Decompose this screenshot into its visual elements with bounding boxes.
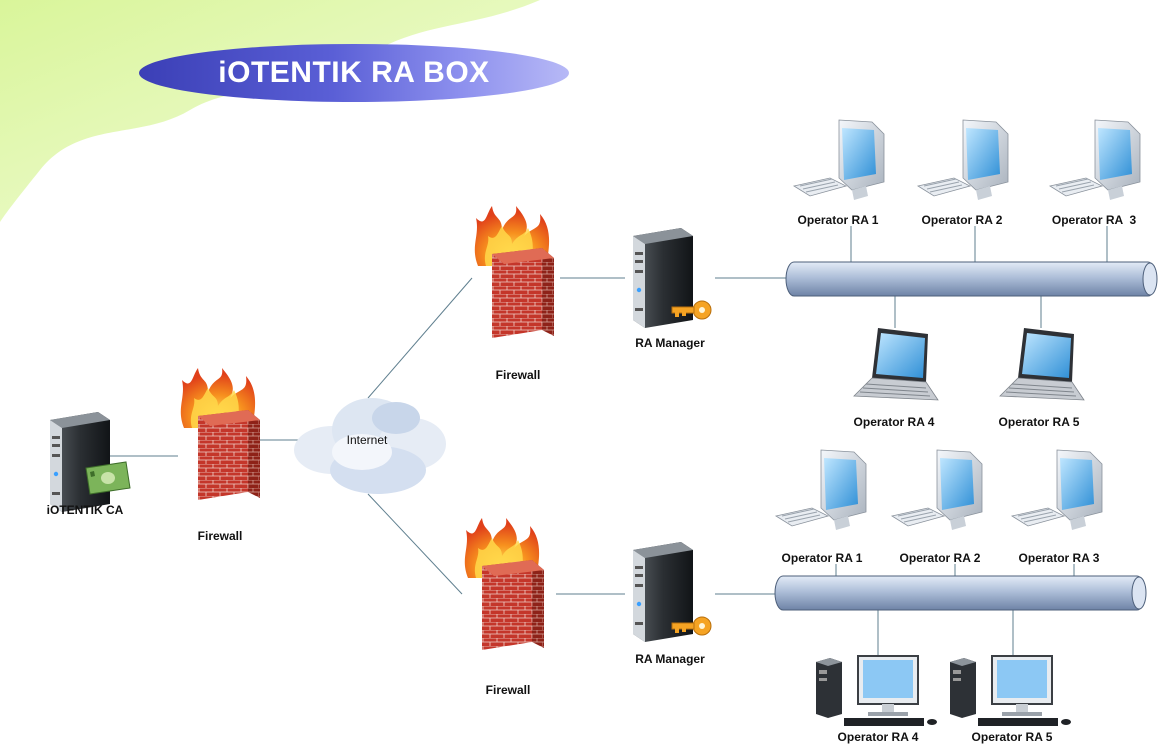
firewall-top-icon xyxy=(474,206,554,338)
internet-label: Internet xyxy=(346,433,388,447)
page-title: iOTENTIK RA BOX xyxy=(218,56,490,89)
operator-bottom-2-computer-icon xyxy=(891,449,983,531)
operator-bottom-3-computer-icon xyxy=(1011,449,1103,531)
operator-top-4-laptop-icon xyxy=(853,327,939,401)
background-wave xyxy=(0,0,540,222)
operator-top-1-label: Operator RA 1 xyxy=(797,213,879,227)
operator-top-2-computer-icon xyxy=(917,119,1009,201)
operator-bottom-4-label: Operator RA 4 xyxy=(837,730,919,744)
firewall-bottom-icon xyxy=(464,518,544,650)
operator-bottom-5-desktop-icon xyxy=(949,655,1072,727)
ca-label: iOTENTIK CA xyxy=(46,503,124,517)
operator-bottom-2-label: Operator RA 2 xyxy=(899,551,981,565)
operator-top-3-computer-icon xyxy=(1049,119,1141,201)
links xyxy=(110,226,1108,656)
lan-bus-top xyxy=(785,261,1158,297)
firewall-bottom-label: Firewall xyxy=(485,683,531,697)
ra-manager-top-label: RA Manager xyxy=(635,336,705,350)
title-banner xyxy=(139,44,569,102)
operator-top-2-label: Operator RA 2 xyxy=(921,213,1003,227)
ra-manager-bottom-label: RA Manager xyxy=(635,652,705,666)
operator-bottom-1-label: Operator RA 1 xyxy=(781,551,863,565)
lan-bus-bottom xyxy=(774,575,1147,611)
operator-bottom-4-desktop-icon xyxy=(815,655,938,727)
money-bill-icon xyxy=(85,461,131,495)
operator-bottom-3-label: Operator RA 3 xyxy=(1018,551,1100,565)
operator-top-1-computer-icon xyxy=(793,119,885,201)
firewall-main-label: Firewall xyxy=(197,529,243,543)
operator-bottom-5-label: Operator RA 5 xyxy=(971,730,1053,744)
ca-server-icon xyxy=(50,412,110,512)
operator-top-5-label: Operator RA 5 xyxy=(998,415,1080,429)
operator-bottom-1-computer-icon xyxy=(775,449,867,531)
operator-top-4-label: Operator RA 4 xyxy=(853,415,935,429)
firewall-top-label: Firewall xyxy=(495,368,541,382)
operator-top-3-label: Operator RA 3 xyxy=(1051,213,1137,227)
firewall-main-icon xyxy=(180,368,260,500)
operator-top-5-laptop-icon xyxy=(999,327,1085,401)
